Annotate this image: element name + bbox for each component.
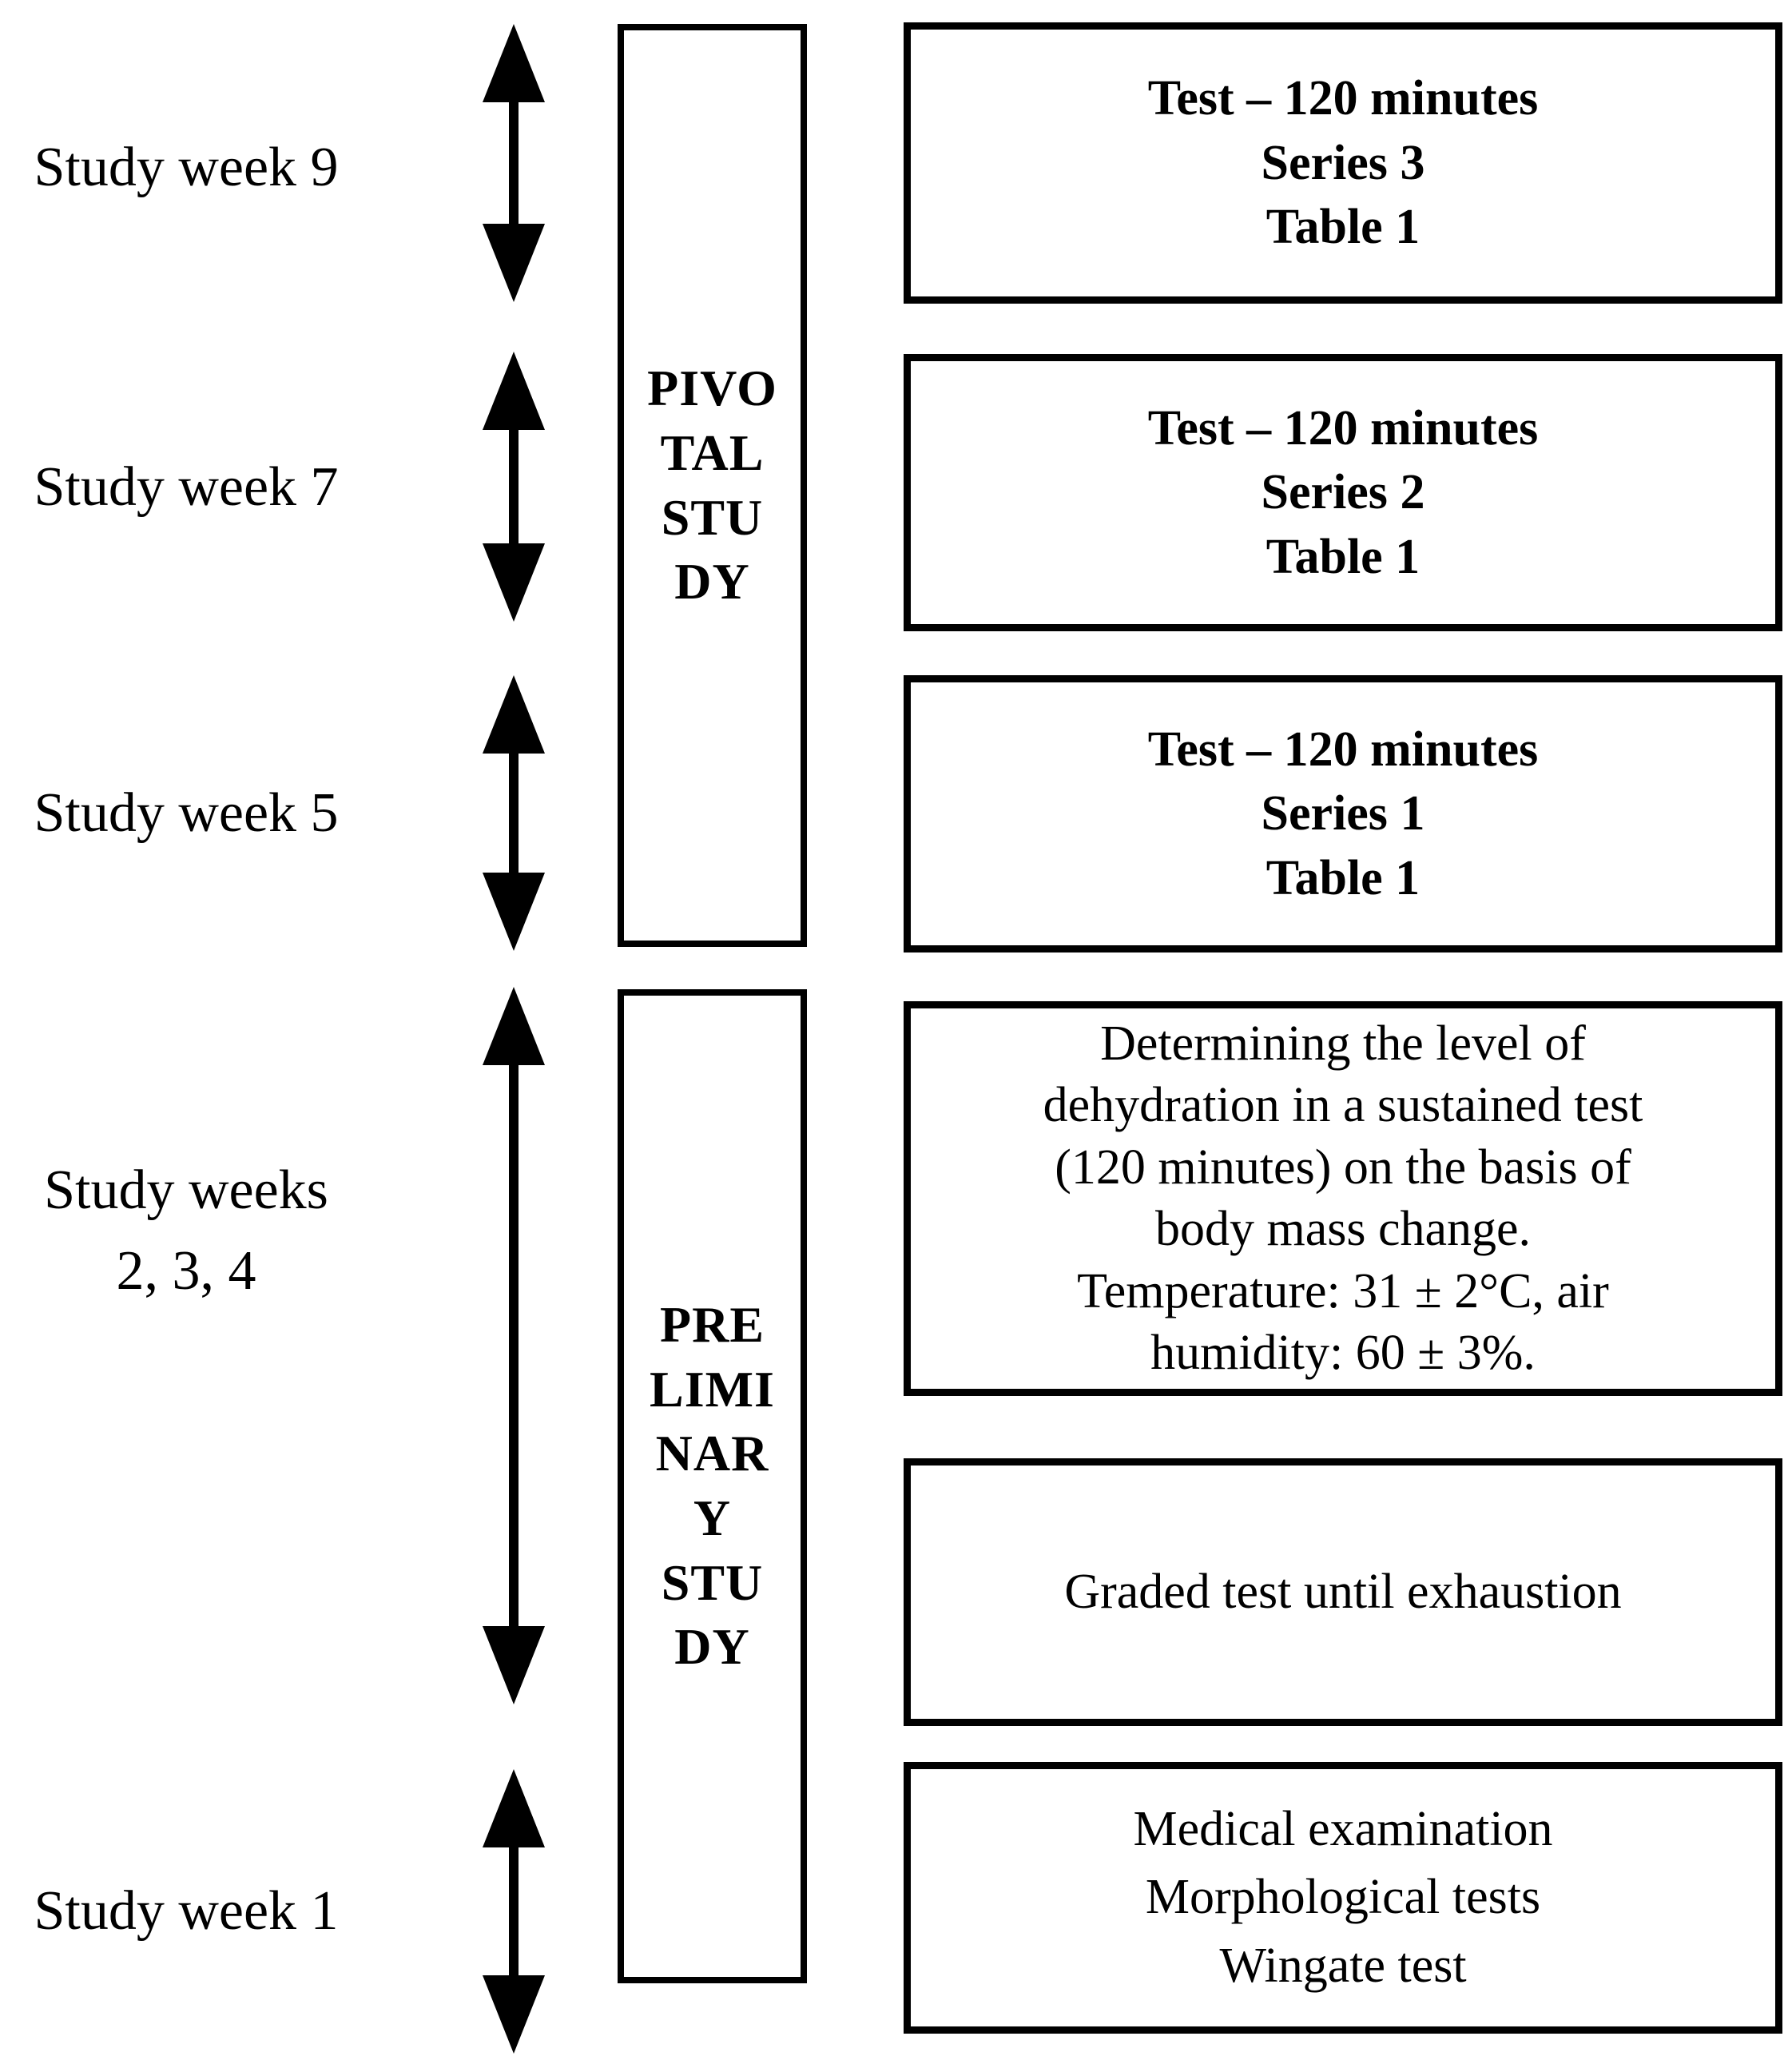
task-text: Determining the level of	[1100, 1016, 1586, 1071]
preliminary-study-box: PRE LIMI NAR Y STU DY	[618, 989, 807, 1983]
double-arrow-week-5	[483, 675, 545, 951]
task-text: Test – 120 minutes	[1147, 400, 1539, 455]
task-text: Table 1	[1266, 850, 1420, 905]
label-text: Study week 5	[34, 782, 339, 845]
double-arrow-weeks-2-3-4	[483, 987, 545, 1704]
graded-test-box: Graded test until exhaustion	[904, 1458, 1782, 1726]
label-study-week-1: Study week 1	[6, 1843, 366, 1979]
phase-text: DY	[674, 553, 750, 610]
test-series-1-box: Test – 120 minutes Series 1 Table 1	[904, 675, 1782, 952]
double-arrow-week-7	[483, 352, 545, 622]
task-text: Temperature: 31 ± 2°C, air	[1077, 1263, 1609, 1318]
label-study-week-5: Study week 5	[6, 746, 366, 881]
task-text: Table 1	[1266, 529, 1420, 584]
label-study-week-9: Study week 9	[6, 100, 366, 236]
task-text: (120 minutes) on the basis of	[1055, 1139, 1631, 1195]
task-text: Series 1	[1261, 786, 1425, 841]
medical-examination-box: Medical examination Morphological tests …	[904, 1762, 1782, 2034]
dehydration-determination-box: Determining the level of dehydration in …	[904, 1001, 1782, 1396]
task-text: Wingate test	[1219, 1938, 1467, 1993]
phase-text: STU	[661, 488, 764, 546]
double-arrow-week-1	[483, 1769, 545, 2054]
label-text: Study week 9	[34, 137, 339, 199]
label-text: Study weeks	[44, 1159, 328, 1221]
pivotal-study-box: PIVO TAL STU DY	[618, 24, 807, 947]
task-text: Morphological tests	[1145, 1870, 1541, 1925]
task-text: dehydration in a sustained test	[1043, 1078, 1643, 1132]
test-series-2-box: Test – 120 minutes Series 2 Table 1	[904, 354, 1782, 631]
label-text: Study week 1	[34, 1880, 339, 1943]
label-study-week-7: Study week 7	[6, 420, 366, 555]
task-text: Test – 120 minutes	[1147, 722, 1539, 777]
task-text: humidity: 60 ± 3%.	[1150, 1326, 1536, 1380]
task-text: Medical examination	[1133, 1801, 1553, 1856]
task-text: Test – 120 minutes	[1147, 71, 1539, 126]
task-text: body mass change.	[1154, 1202, 1532, 1256]
task-text: Table 1	[1266, 200, 1420, 255]
test-series-3-box: Test – 120 minutes Series 3 Table 1	[904, 22, 1782, 304]
phase-text: DY	[674, 1618, 750, 1676]
task-text: Graded test until exhaustion	[1064, 1565, 1622, 1620]
phase-text: LIMI	[650, 1360, 775, 1418]
double-arrow-week-9	[483, 24, 545, 302]
phase-text: TAL	[660, 424, 765, 481]
label-study-weeks-2-3-4: Study weeks 2, 3, 4	[6, 1131, 366, 1330]
task-text: Series 3	[1261, 135, 1425, 190]
phase-text: Y	[693, 1489, 732, 1546]
label-text: Study week 7	[34, 456, 339, 519]
label-text: 2, 3, 4	[116, 1240, 256, 1302]
phase-text: PIVO	[647, 360, 777, 417]
phase-text: PRE	[660, 1296, 765, 1354]
task-text: Series 2	[1261, 465, 1425, 520]
phase-text: STU	[661, 1553, 764, 1611]
phase-text: NAR	[655, 1425, 769, 1482]
